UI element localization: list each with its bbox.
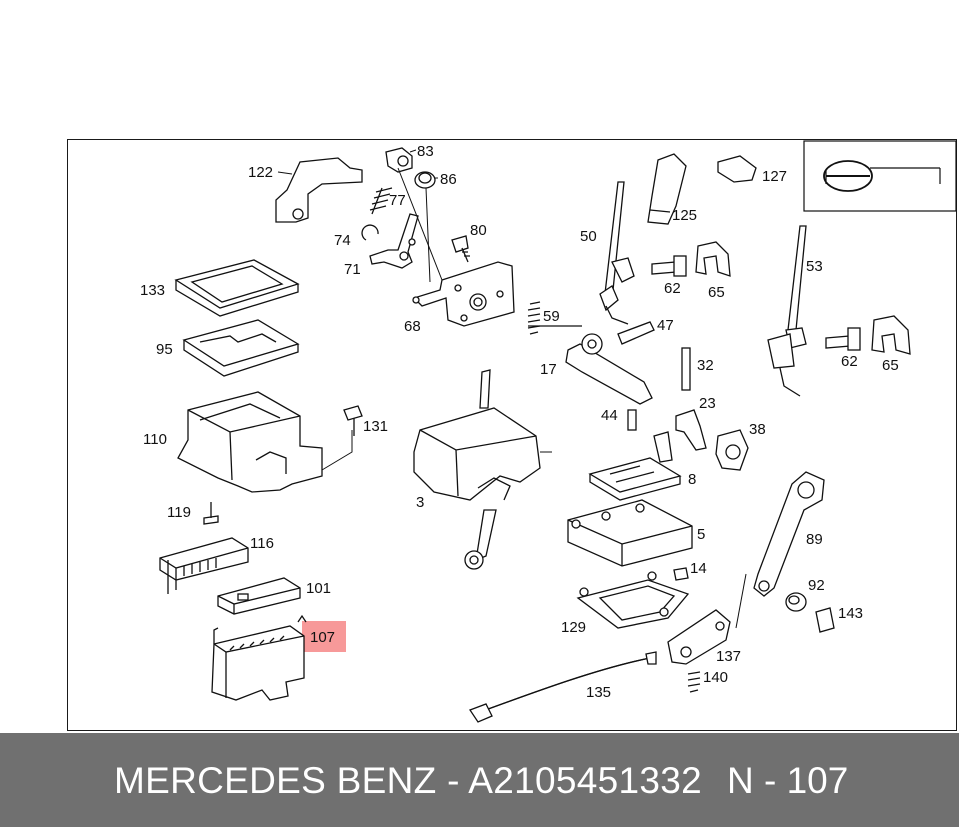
- label-127: 127: [762, 168, 787, 185]
- highlight-part-107: [302, 621, 346, 652]
- part-125-knob: [647, 153, 687, 225]
- label-116: 116: [250, 535, 274, 552]
- label-59: 59: [543, 308, 560, 325]
- label-8: 8: [688, 471, 696, 488]
- part-5-base: [567, 499, 693, 567]
- part-86-bushing: [414, 171, 438, 189]
- label-101: 101: [306, 580, 331, 597]
- part-77-spring: [369, 187, 393, 215]
- label-143: 143: [838, 605, 863, 622]
- part-23-bracket: [675, 409, 707, 451]
- label-65-upper: 65: [708, 284, 725, 301]
- part-14-nut: [673, 567, 689, 581]
- label-62-lower: 62: [841, 353, 858, 370]
- part-135-cable: [469, 651, 657, 723]
- label-3: 3: [416, 494, 424, 511]
- part-140-spring: [687, 671, 701, 693]
- label-38: 38: [749, 421, 766, 438]
- part-143-clip: [815, 607, 835, 633]
- part-53-lever: [767, 225, 807, 397]
- label-135: 135: [586, 684, 611, 701]
- label-14: 14: [690, 560, 707, 577]
- part-62-bolt-lower: [825, 327, 861, 351]
- label-44: 44: [601, 407, 618, 424]
- part-95-plate: [182, 319, 300, 377]
- part-110-housing: [177, 391, 353, 493]
- label-47: 47: [657, 317, 674, 334]
- part-65-clip-upper: [695, 241, 731, 277]
- part-137-bracket: [667, 573, 747, 665]
- part-131-screw: [343, 405, 363, 436]
- part-62-bolt-upper: [651, 255, 687, 277]
- part-80-bolt: [451, 235, 470, 263]
- label-65-lower: 65: [882, 357, 899, 374]
- part-74-circlip: [361, 224, 379, 241]
- part-65-clip-lower: [871, 315, 911, 355]
- label-119: 119: [167, 504, 191, 521]
- footer-bar: [0, 733, 959, 827]
- part-38-cam: [715, 429, 749, 471]
- parts-diagram: 122 83 86 77 80 74 71 127 125 50 53 62 6…: [140, 140, 957, 723]
- part-101-module: [217, 577, 301, 615]
- label-122: 122: [248, 164, 273, 181]
- part-17-shaft: [528, 325, 653, 405]
- part-labels: 122 83 86 77 80 74 71 127 125 50 53 62 6…: [140, 143, 899, 701]
- part-122-bracket: [275, 157, 363, 223]
- label-125: 125: [672, 207, 697, 224]
- part-89-lever: [753, 471, 825, 597]
- part-116-strip: [159, 537, 249, 594]
- label-83: 83: [417, 143, 434, 160]
- label-17: 17: [540, 361, 557, 378]
- part-133-frame: [174, 259, 300, 317]
- label-86: 86: [440, 171, 457, 188]
- label-131: 131: [363, 418, 388, 435]
- label-80: 80: [470, 222, 487, 239]
- label-62-upper: 62: [664, 280, 681, 297]
- label-68: 68: [404, 318, 421, 335]
- label-32: 32: [697, 357, 714, 374]
- label-95: 95: [156, 341, 173, 358]
- label-89: 89: [806, 531, 823, 548]
- label-129: 129: [561, 619, 586, 636]
- reference-number-text: N - 107: [727, 760, 849, 801]
- part-129-gasket: [576, 571, 690, 629]
- logo-box: [803, 140, 957, 212]
- part-32-pin: [681, 347, 691, 391]
- part-3-mechanism: [413, 369, 552, 570]
- part-8-plate: [588, 431, 682, 501]
- part-47-sensor: [617, 321, 655, 345]
- label-53: 53: [806, 258, 823, 275]
- label-137: 137: [716, 648, 741, 665]
- part-number-text: MERCEDES BENZ - A2105451332: [114, 760, 703, 801]
- label-140: 140: [703, 669, 728, 686]
- label-50: 50: [580, 228, 597, 245]
- label-110: 110: [143, 431, 167, 448]
- label-107: 107: [310, 629, 335, 646]
- part-59-spring: [527, 301, 541, 335]
- part-119-screw: [203, 502, 219, 525]
- label-5: 5: [697, 526, 705, 543]
- label-74: 74: [334, 232, 351, 249]
- part-68-plate: [397, 167, 515, 327]
- part-127-cap: [717, 155, 757, 183]
- part-83-clip: [385, 147, 417, 173]
- label-133: 133: [140, 282, 165, 299]
- label-77: 77: [389, 192, 406, 209]
- part-71-lever: [369, 213, 419, 269]
- label-71: 71: [344, 261, 361, 278]
- label-92: 92: [808, 577, 825, 594]
- part-92-bushing: [785, 592, 807, 612]
- part-44-pin: [627, 409, 637, 431]
- label-23: 23: [699, 395, 716, 412]
- part-50-lever: [599, 181, 635, 325]
- part-107-board: [211, 614, 307, 701]
